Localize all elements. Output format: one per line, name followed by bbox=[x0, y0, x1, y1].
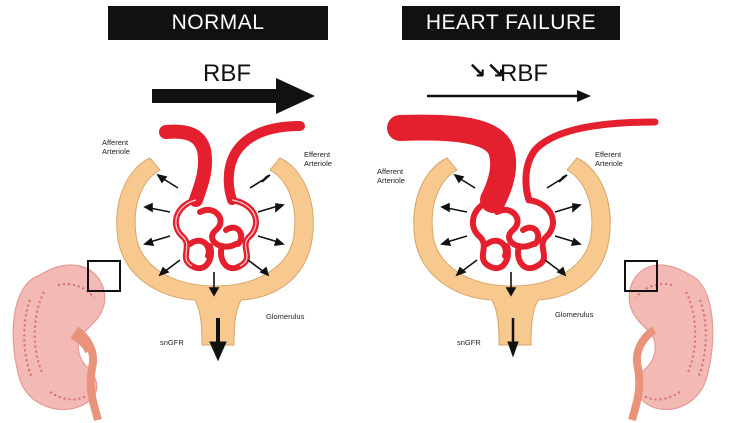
afferent-label: Afferent Arteriole bbox=[377, 167, 405, 185]
normal-illustration bbox=[0, 0, 365, 423]
panel-normal: NORMAL RBF bbox=[0, 0, 365, 423]
glomerulus-label: Glomerulus bbox=[555, 310, 593, 319]
afferent-label: Afferent Arteriole bbox=[102, 138, 130, 156]
sngfr-label: snGFR bbox=[160, 338, 184, 347]
sngfr-label: snGFR bbox=[457, 338, 481, 347]
efferent-label: Efferent Arteriole bbox=[304, 150, 332, 168]
kidney-icon bbox=[13, 261, 120, 420]
panel-heart-failure: HEART FAILURE ↘↘ RBF bbox=[365, 0, 730, 423]
glomerular-tuft bbox=[176, 200, 256, 268]
kidney-icon bbox=[625, 261, 713, 420]
glomerular-tuft bbox=[473, 200, 553, 268]
efferent-label: Efferent Arteriole bbox=[595, 150, 623, 168]
glomerulus-label: Glomerulus bbox=[266, 312, 304, 321]
heart-failure-illustration bbox=[365, 0, 730, 423]
rbf-arrow-thin bbox=[427, 90, 591, 102]
rbf-arrow-large bbox=[152, 78, 315, 114]
